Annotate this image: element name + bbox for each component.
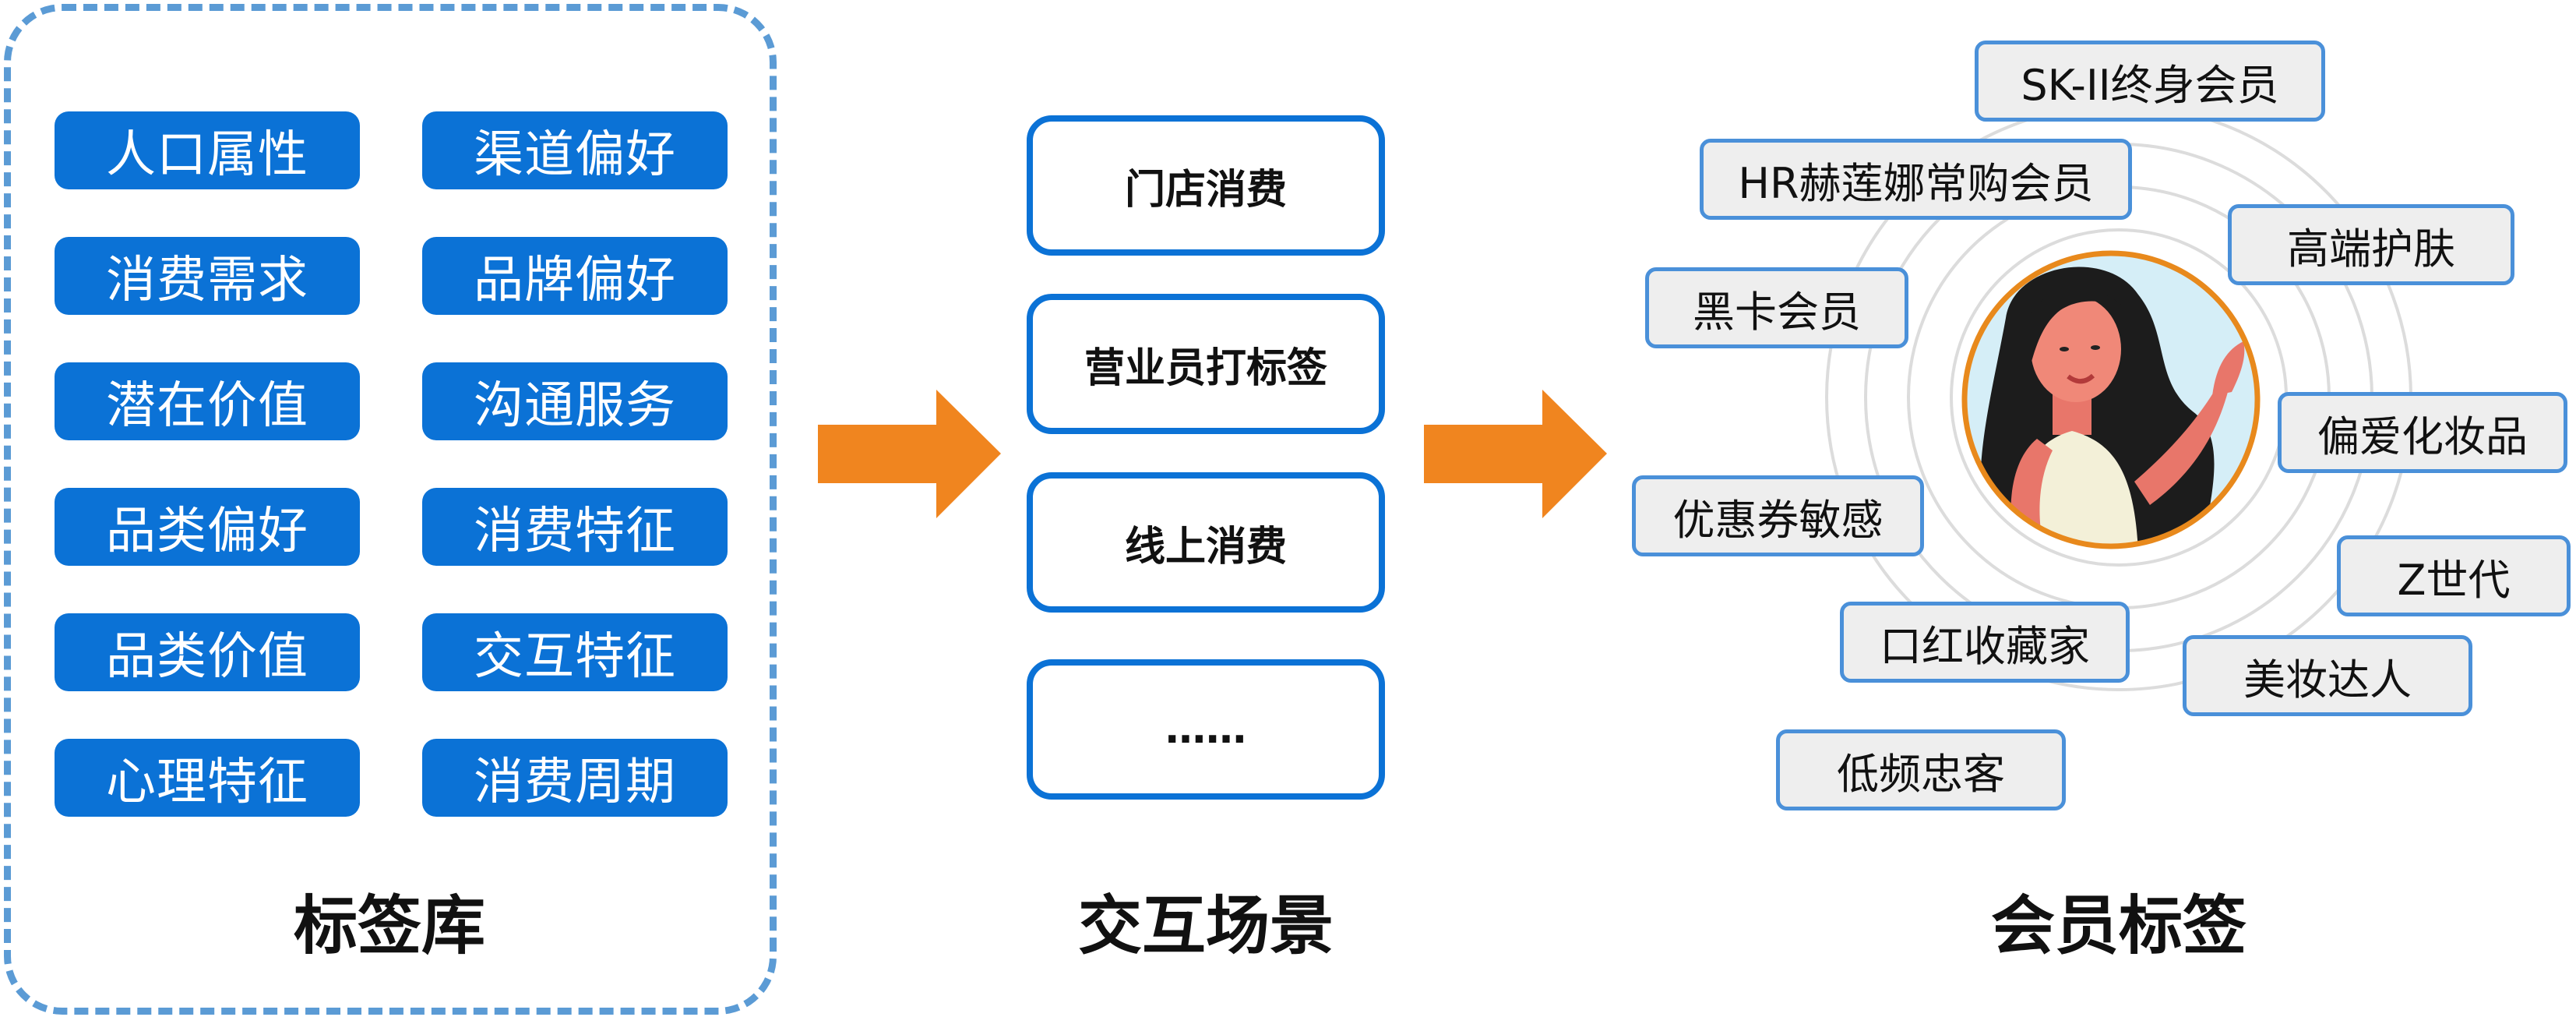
library-tag: 消费周期 <box>422 739 728 817</box>
library-tag: 心理特征 <box>55 739 360 817</box>
woman-avatar-icon <box>1959 248 2263 555</box>
library-tag: 消费需求 <box>55 237 360 315</box>
member-tag: SK-II终身会员 <box>1975 41 2325 122</box>
member-tag: 低频忠客 <box>1776 729 2066 810</box>
library-tag: 品类价值 <box>55 613 360 691</box>
library-tag: 人口属性 <box>55 111 360 189</box>
tag-library-frame <box>4 4 777 1015</box>
member-tag: 优惠券敏感 <box>1632 475 1924 556</box>
scene-box: 营业员打标签 <box>1027 294 1385 434</box>
library-tag: 交互特征 <box>422 613 728 691</box>
library-tag: 潜在价值 <box>55 362 360 440</box>
library-tag: 品牌偏好 <box>422 237 728 315</box>
member-tag: 偏爱化妆品 <box>2278 392 2567 473</box>
scene-box: 门店消费 <box>1027 115 1385 256</box>
right-arrow-icon <box>1424 390 1607 518</box>
member-tag: 黑卡会员 <box>1645 267 1908 348</box>
member-tags-title: 会员标签 <box>1990 888 2247 963</box>
library-tag: 品类偏好 <box>55 488 360 566</box>
scene-box: …… <box>1027 659 1385 800</box>
member-tag: 高端护肤 <box>2228 204 2514 285</box>
member-tag: Z世代 <box>2337 535 2571 616</box>
library-tag: 消费特征 <box>422 488 728 566</box>
tag-library-title: 标签库 <box>293 888 485 963</box>
library-tag: 沟通服务 <box>422 362 728 440</box>
library-tag: 渠道偏好 <box>422 111 728 189</box>
scene-box: 线上消费 <box>1027 472 1385 613</box>
interaction-scenes-title: 交互场景 <box>1077 888 1334 963</box>
member-tag: 美妆达人 <box>2183 635 2472 716</box>
member-tag: 口红收藏家 <box>1840 602 2130 683</box>
member-tag: HR赫莲娜常购会员 <box>1700 139 2132 220</box>
right-arrow-icon <box>818 390 1001 518</box>
